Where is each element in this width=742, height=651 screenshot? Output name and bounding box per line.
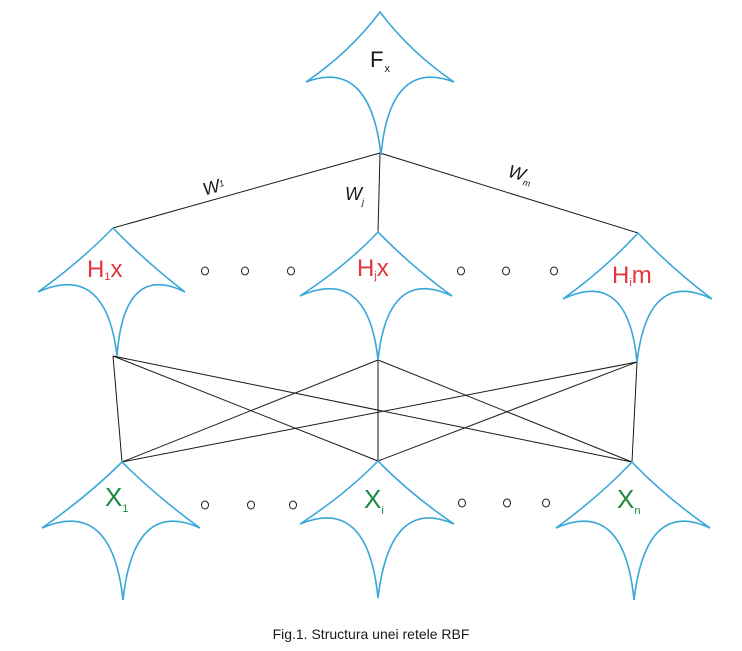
- hidden-main: H: [357, 255, 374, 282]
- ellipsis-dot: [241, 266, 249, 276]
- edge-xn-hm: [631, 361, 638, 463]
- hidden-node-j-shape: [299, 230, 453, 361]
- ellipsis-dot: [247, 500, 255, 510]
- edge-x1-h1: [112, 355, 123, 463]
- input-node-n-shape: [555, 460, 711, 601]
- ellipsis-dot: [550, 266, 558, 276]
- hidden-tail: x: [110, 256, 122, 283]
- ellipsis-dot: [201, 500, 209, 510]
- hidden-node-m-label: Him: [612, 262, 652, 289]
- hidden-tail: x: [377, 255, 389, 282]
- edge-hj-output: [377, 152, 381, 233]
- weight-label-1: W1: [200, 174, 227, 199]
- hidden-sub: 1: [104, 271, 110, 283]
- ellipsis-dot: [457, 266, 465, 276]
- weight-label-j: Wj: [345, 184, 365, 207]
- ellipsis-dot: [502, 266, 510, 276]
- edge-xn-hj: [377, 359, 633, 463]
- output-node-label: Fx: [370, 47, 390, 75]
- ellipsis-dot: [201, 266, 209, 276]
- hidden-node-1-label: H1x: [87, 256, 122, 283]
- input-sub: n: [634, 505, 640, 517]
- output-node-main: F: [370, 47, 383, 72]
- weight-sub: j: [361, 197, 365, 207]
- figure-caption: Fig.1. Structura unei retele RBF: [272, 626, 470, 642]
- hidden-node-1-shape: [37, 226, 186, 357]
- weight-main: W: [506, 161, 530, 185]
- weight-sub: 1: [218, 178, 226, 189]
- node-shapes: [37, 10, 713, 601]
- input-node-1-shape: [41, 460, 201, 601]
- ellipsis-dot: [289, 500, 297, 510]
- ellipsis-dots: [201, 266, 558, 510]
- edge-h1-output: [112, 152, 381, 229]
- hidden-main: H: [612, 262, 629, 289]
- ellipsis-dot: [458, 498, 466, 508]
- weight-main: W: [200, 175, 224, 199]
- hidden-main: H: [87, 256, 104, 283]
- input-node-i-label: Xi: [364, 484, 384, 517]
- input-node-n-label: Xn: [617, 484, 640, 517]
- input-main: X: [364, 484, 381, 514]
- input-main: X: [617, 484, 634, 514]
- rbf-network-diagram: Fx W1 Wj Wm H1x Hjx Him X1 Xi Xn: [37, 10, 713, 601]
- ellipsis-dot: [542, 498, 550, 508]
- edge-xi-h1: [112, 355, 379, 462]
- input-sub: i: [381, 505, 383, 517]
- input-node-i-shape: [299, 459, 455, 599]
- hidden-node-m-shape: [562, 231, 713, 363]
- ellipsis-dot: [287, 266, 295, 276]
- weight-main: W: [345, 184, 364, 204]
- input-node-1-label: X1: [105, 482, 128, 515]
- hidden-node-j-label: Hjx: [357, 255, 389, 282]
- weight-sub: m: [522, 177, 532, 189]
- edge-x1-hm: [121, 361, 638, 463]
- output-node-shape: [305, 10, 455, 156]
- hidden-sub: i: [629, 277, 631, 289]
- output-node-sub: x: [384, 63, 390, 75]
- input-main: X: [105, 482, 122, 512]
- edge-xn-h1: [112, 355, 633, 463]
- connections: [112, 152, 639, 463]
- input-sub: 1: [122, 503, 128, 515]
- edge-x1-hj: [121, 359, 379, 463]
- ellipsis-dot: [503, 498, 511, 508]
- edge-hm-output: [379, 152, 639, 234]
- weight-label-m: Wm: [505, 161, 535, 189]
- hidden-sub: j: [373, 270, 376, 282]
- hidden-tail: m: [632, 262, 652, 289]
